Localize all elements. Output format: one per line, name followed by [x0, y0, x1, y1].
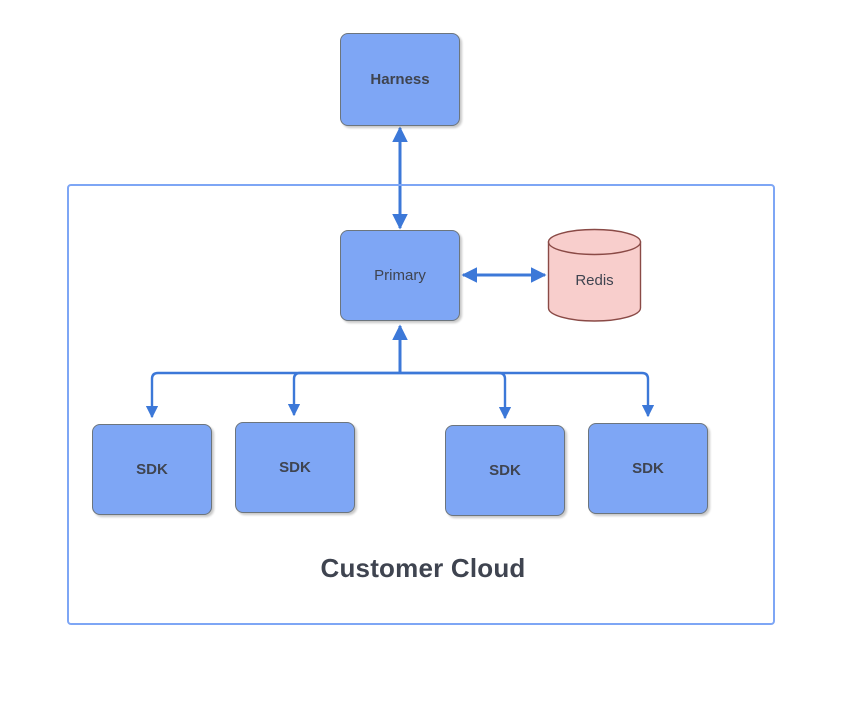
- node-harness[interactable]: Harness: [340, 33, 460, 126]
- node-primary-label: Primary: [374, 267, 426, 284]
- node-sdk-3[interactable]: SDK: [445, 425, 565, 516]
- node-sdk-3-label: SDK: [489, 462, 521, 479]
- node-sdk-4-label: SDK: [632, 460, 664, 477]
- node-sdk-1[interactable]: SDK: [92, 424, 212, 515]
- node-sdk-2-label: SDK: [279, 459, 311, 476]
- cylinder-icon: [547, 228, 642, 322]
- customer-cloud-container: Customer Cloud: [67, 184, 775, 625]
- node-sdk-1-label: SDK: [136, 461, 168, 478]
- node-redis[interactable]: Redis: [547, 228, 642, 322]
- node-sdk-2[interactable]: SDK: [235, 422, 355, 513]
- customer-cloud-label: Customer Cloud: [320, 553, 526, 583]
- node-harness-label: Harness: [370, 71, 430, 88]
- node-sdk-4[interactable]: SDK: [588, 423, 708, 514]
- node-primary[interactable]: Primary: [340, 230, 460, 321]
